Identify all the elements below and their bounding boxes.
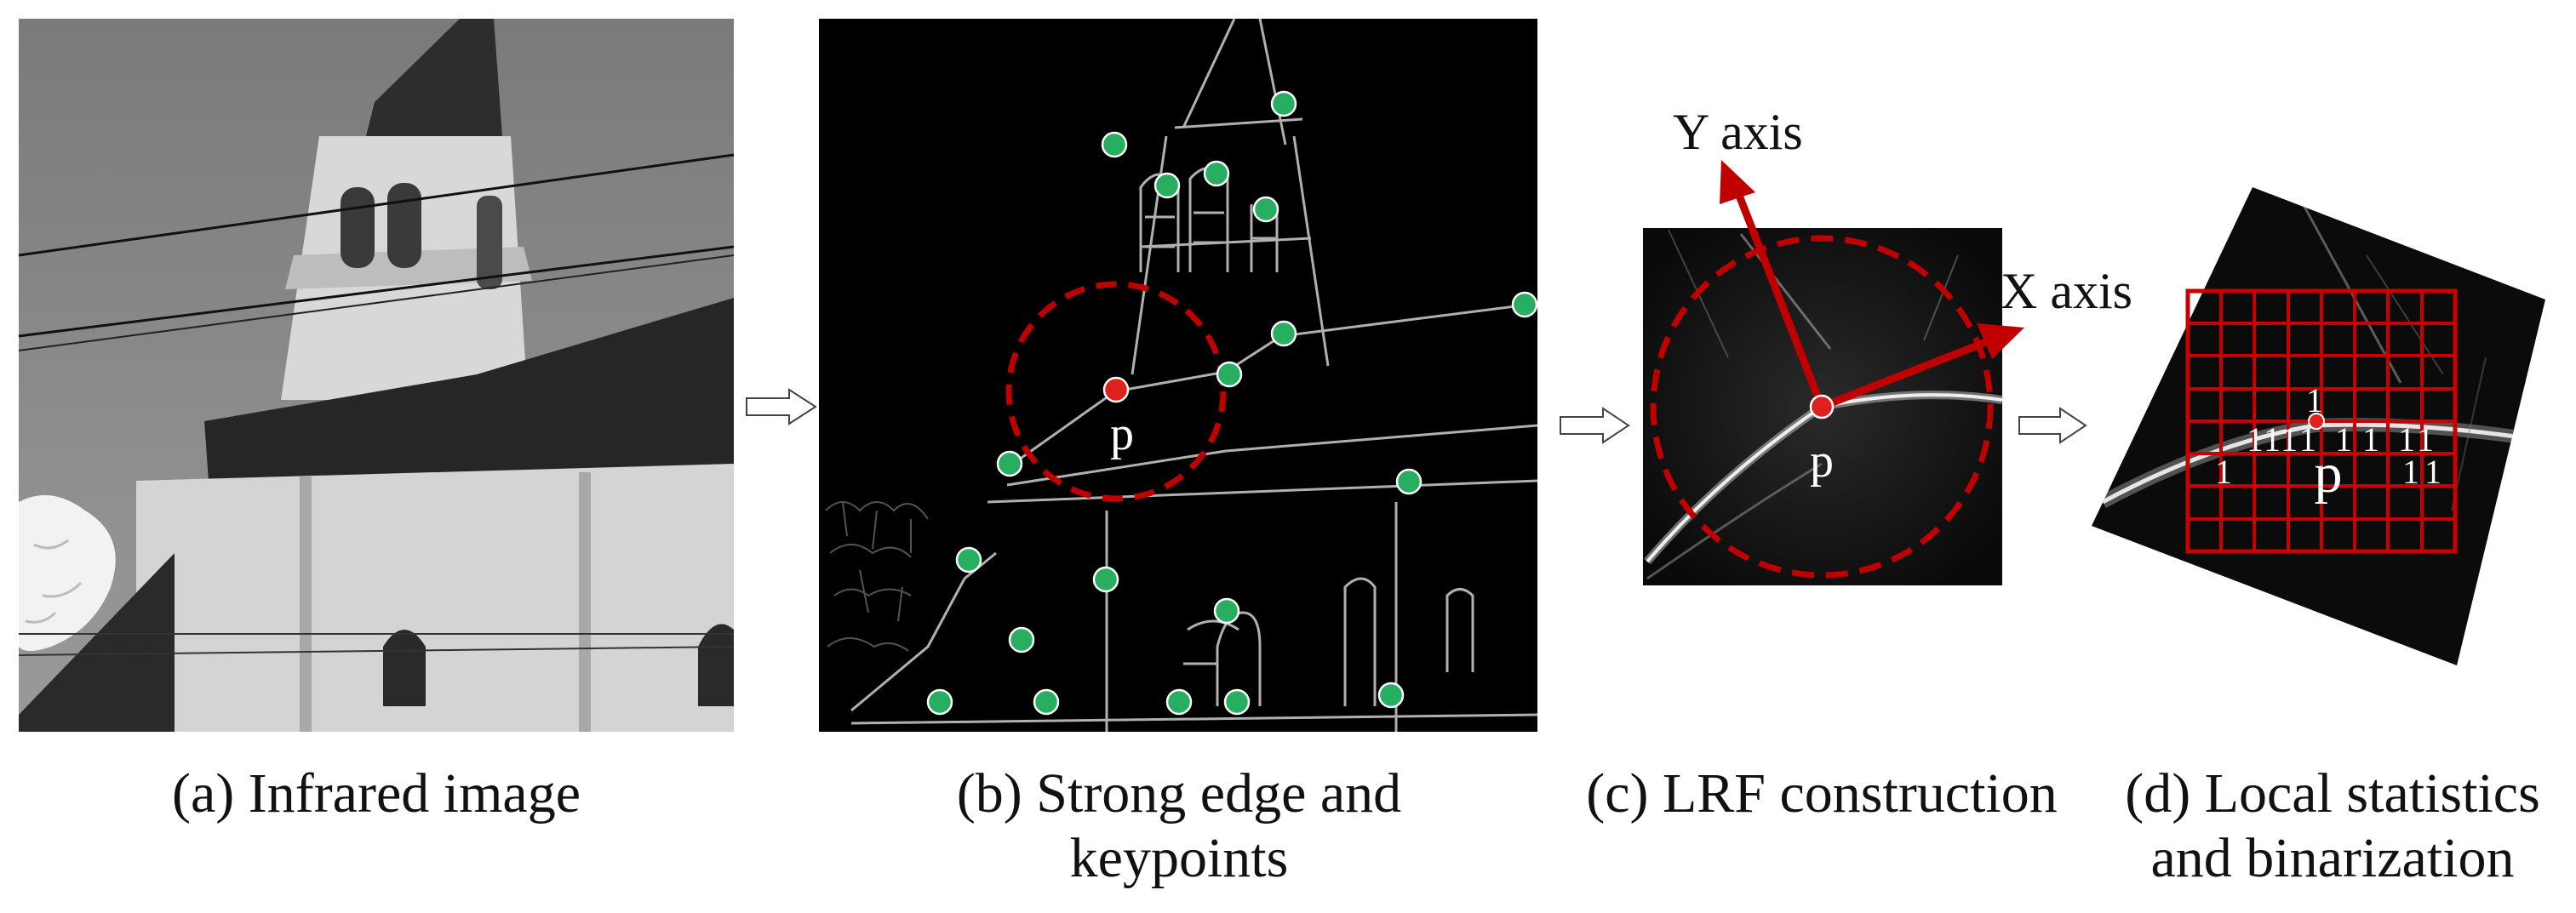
keypoint-p-red (1102, 376, 1130, 403)
bit-label: 1 (2281, 420, 2298, 459)
bit-label: 1 (2402, 453, 2419, 491)
caption-b-line2: keypoints (1069, 827, 1289, 889)
keypoint (1511, 291, 1538, 318)
keypoint (1101, 131, 1128, 158)
x-axis-arrow (1820, 336, 1992, 411)
x-axis-label: X axis (2001, 263, 2132, 319)
keypoint (1153, 172, 1181, 199)
caption-b-line1: (b) Strong edge and (956, 762, 1402, 825)
keypoint (1252, 196, 1279, 223)
panel-a-infrared-image (18, 19, 735, 732)
arrow-c-to-d (2018, 407, 2087, 444)
caption-d-line1: (d) Local statistics (2125, 762, 2540, 825)
panel-c-lrf: p Y axis X axis (1643, 104, 2132, 585)
arrow-b-to-c (1560, 407, 1630, 444)
keypoints-green (926, 90, 1538, 716)
keypoint-p-red-d (2308, 413, 2325, 430)
caption-a: (a) Infrared image (171, 762, 581, 825)
y-axis-label: Y axis (1673, 104, 1803, 160)
bit-label: 1 (2362, 420, 2379, 459)
keypoint (1395, 468, 1423, 495)
arrow-a-to-b (746, 388, 817, 425)
keypoint (1223, 688, 1251, 716)
keypoint (926, 688, 953, 716)
keypoint-label-p-c: p (1810, 435, 1834, 488)
keypoint (1216, 361, 1243, 388)
bit-label: 1 (2424, 453, 2441, 491)
bit-label: 1 (2264, 420, 2281, 459)
caption-d: (d) Local statistics and binarization (2094, 762, 2571, 891)
neighborhood-circle-b (1005, 281, 1227, 502)
keypoint-label-p-b: p (1110, 408, 1134, 460)
keypoint (1270, 320, 1297, 347)
keypoint (955, 546, 982, 573)
bit-label: 1 (2335, 420, 2352, 459)
keypoint (1203, 160, 1230, 187)
bit-label: 1 (2299, 420, 2316, 459)
keypoint-label-p-d: p (2315, 442, 2343, 505)
keypoint (1213, 597, 1240, 625)
keypoint (1092, 566, 1119, 593)
keypoint-p-red-c (1809, 394, 1835, 419)
binary-bits: 1 1 1 1 1 1 1 1 1 1 1 1 (2215, 381, 2441, 491)
neighborhood-circle-c (1650, 235, 1994, 579)
panel-b-edge-image: p (819, 18, 1538, 732)
y-axis-arrow (1732, 187, 1826, 408)
caption-d-line2: and binarization (2150, 827, 2515, 889)
caption-b: (b) Strong edge and keypoints (851, 762, 1507, 891)
bit-label: 1 (2398, 420, 2415, 459)
keypoint (1270, 90, 1297, 117)
keypoint (1377, 682, 1405, 709)
caption-c: (c) LRF construction (1586, 762, 2058, 825)
bit-label: 1 (2247, 420, 2264, 459)
keypoint (1033, 688, 1060, 716)
bit-label: 1 (2215, 453, 2232, 491)
keypoint (1165, 688, 1193, 716)
bit-label: 1 (2417, 420, 2434, 459)
keypoint (1008, 626, 1035, 653)
panel-d-binarization: p 1 1 1 1 1 1 1 1 1 1 1 1 (2092, 187, 2545, 665)
keypoint (996, 450, 1023, 477)
bit-label: 1 (2306, 381, 2323, 419)
